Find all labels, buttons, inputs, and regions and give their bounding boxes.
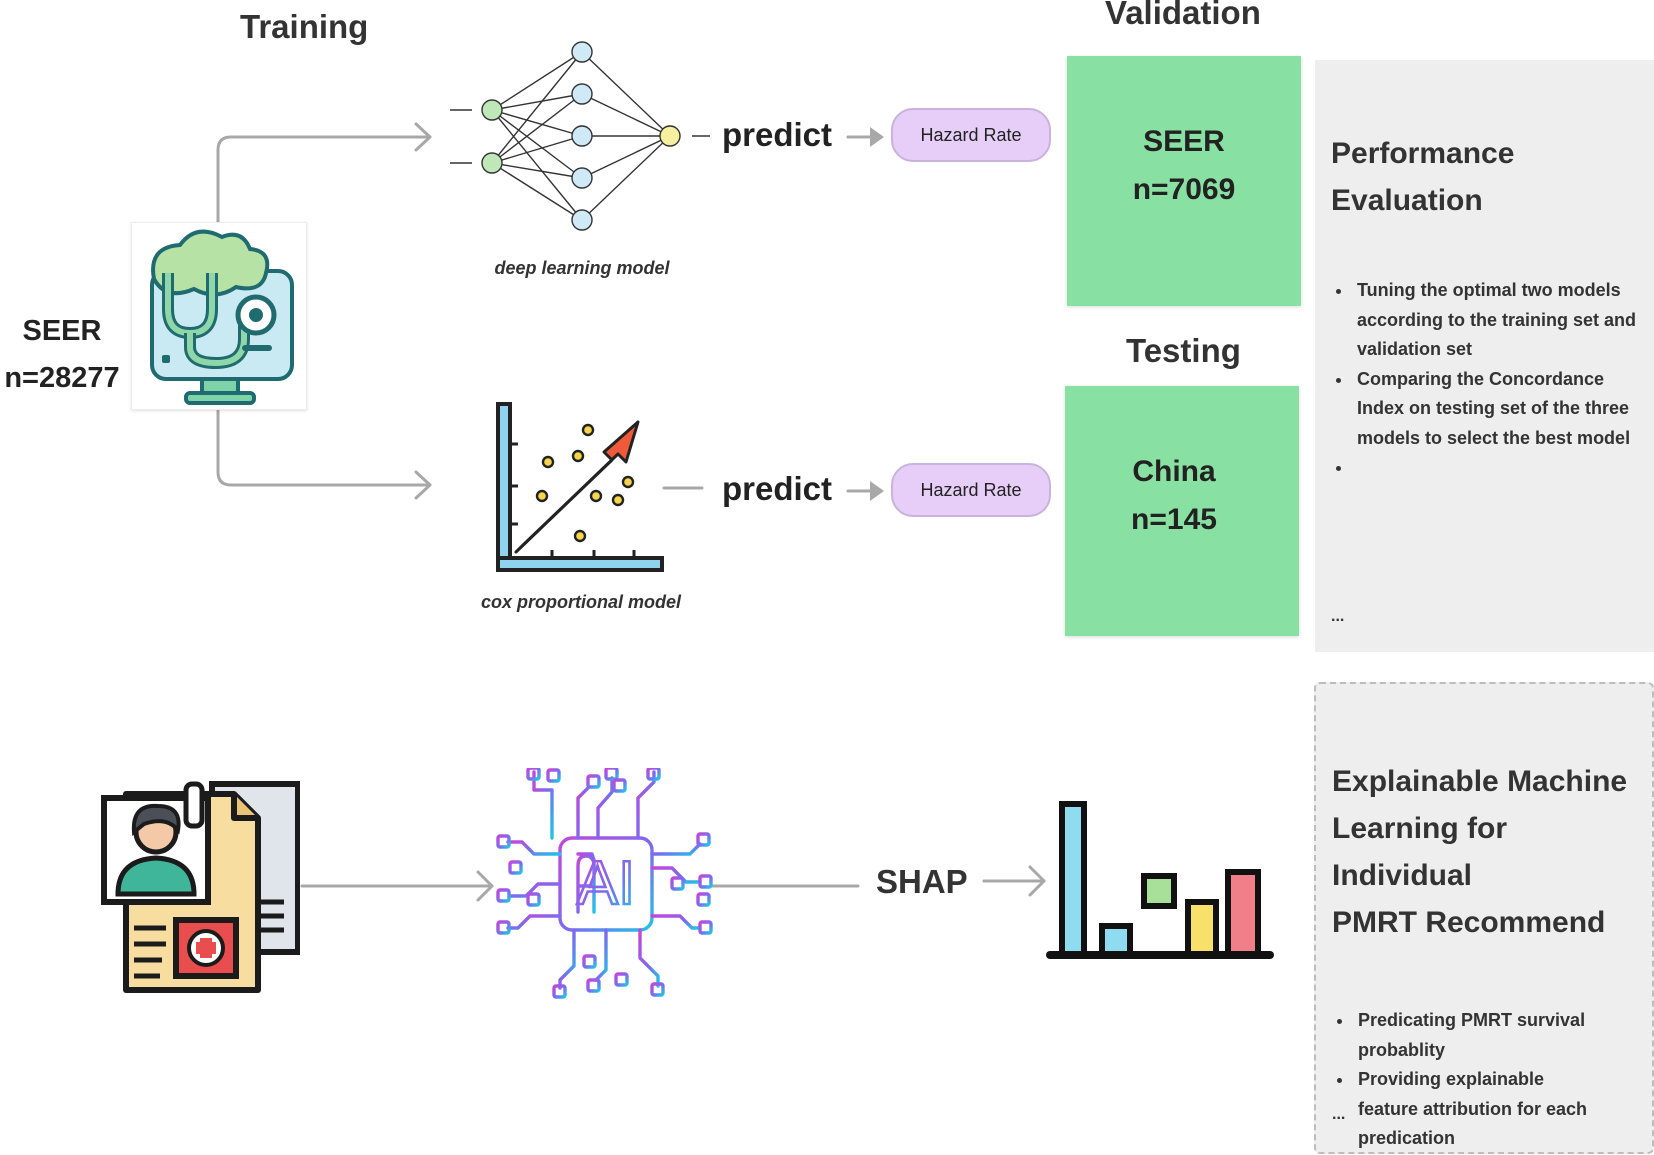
explain-bullet: Predicating PMRT survival probablity: [1354, 1006, 1608, 1065]
validation-dataset-name: SEER: [1143, 125, 1225, 158]
training-title: Training: [240, 8, 369, 45]
explain-title-line1: Explainable Machine: [1332, 765, 1628, 798]
performance-bullet-empty: [1353, 453, 1638, 483]
performance-title-line2: Evaluation: [1331, 184, 1483, 217]
branch-arrow-cox: [216, 408, 432, 487]
training-source-count: n=28277: [4, 362, 120, 394]
performance-bullets: Tuning the optimal two models according …: [1331, 276, 1638, 483]
training-source-label: SEER n=28277: [0, 308, 124, 402]
explainable-ml-panel: Explainable Machine Learning for Individ…: [1314, 682, 1654, 1154]
deep-predict-label: predict: [722, 116, 833, 153]
validation-title: Validation: [1105, 0, 1261, 31]
cox-caption: cox proportional model: [480, 592, 681, 612]
explain-bullets: Predicating PMRT survival probablity Pro…: [1332, 1006, 1636, 1154]
explain-title-line2: Learning for Individual: [1332, 812, 1508, 892]
ai-chip-text: AI: [577, 849, 636, 918]
neural-network-icon: [450, 41, 710, 231]
training-source-name: SEER: [22, 315, 102, 347]
cox-scatter-icon: [496, 402, 664, 572]
ai-chip-icon: AI: [496, 768, 713, 999]
performance-bullet: Tuning the optimal two models according …: [1353, 276, 1638, 365]
shap-label: SHAP: [876, 863, 968, 900]
testing-box: China n=145: [1065, 386, 1299, 636]
branch-arrow-deep: [216, 135, 432, 224]
cox-hazard-rate-pill: Hazard Rate: [891, 463, 1051, 517]
deep-learning-caption: deep learning model: [494, 258, 670, 278]
testing-title: Testing: [1126, 332, 1241, 369]
performance-bullet: Comparing the Concordance Index on testi…: [1353, 365, 1638, 454]
medical-record-icon: [101, 781, 300, 993]
seer-database-card: [131, 222, 307, 410]
validation-box: SEER n=7069: [1067, 56, 1301, 306]
performance-evaluation-panel: Performance Evaluation Tuning the optima…: [1315, 60, 1654, 652]
testing-dataset-count: n=145: [1131, 503, 1217, 536]
cox-predict-label: predict: [722, 470, 833, 507]
explain-ellipsis: ...: [1332, 1106, 1346, 1123]
explain-title-line3: PMRT Recommend: [1332, 906, 1606, 939]
validation-dataset-count: n=7069: [1132, 173, 1236, 206]
explain-bullet: Providing explainable feature attributio…: [1354, 1065, 1608, 1154]
shap-bar-icon: [1046, 801, 1274, 959]
deep-hazard-rate-pill: Hazard Rate: [891, 108, 1051, 162]
performance-title-line1: Performance: [1331, 137, 1515, 170]
stethoscope-monitor-icon: [150, 229, 294, 405]
testing-dataset-name: China: [1132, 455, 1216, 488]
performance-ellipsis: ...: [1331, 608, 1345, 625]
